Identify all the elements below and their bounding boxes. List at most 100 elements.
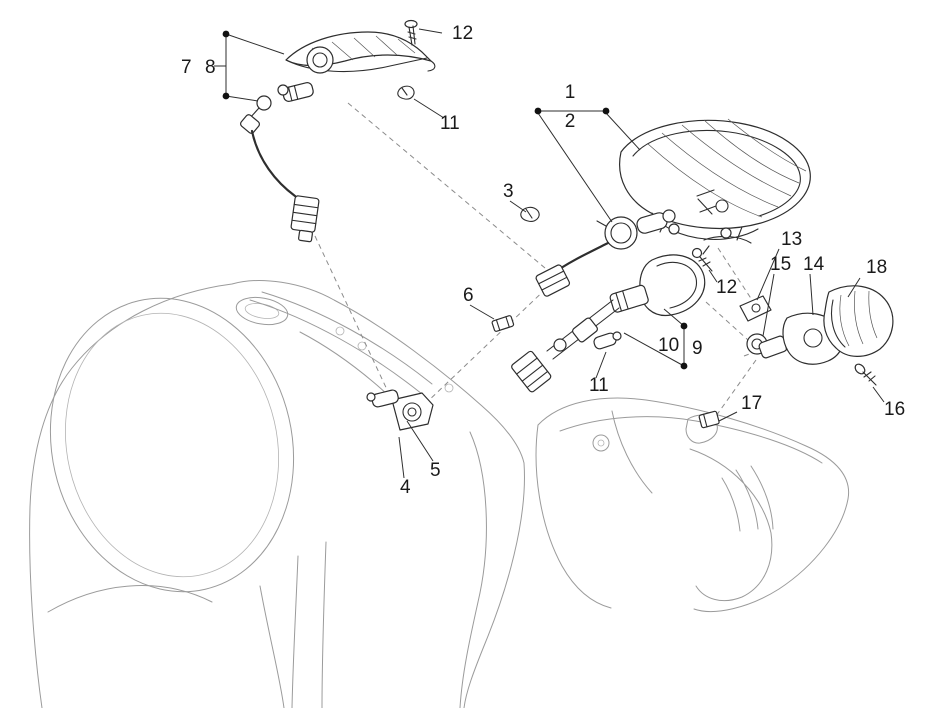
fuel-cap-outer — [235, 296, 289, 326]
clip-3-icon — [520, 206, 540, 222]
mount-hole-outer — [402, 402, 422, 422]
plate-light-cluster — [698, 285, 894, 429]
callout-4: 4 — [400, 477, 411, 498]
callout-11-top: 11 — [440, 113, 460, 134]
bullet-dot — [602, 107, 610, 115]
callout-12-top: 12 — [452, 23, 473, 44]
bulb-tip — [366, 392, 376, 402]
holder-elbow — [239, 114, 261, 134]
joint-body — [572, 317, 598, 343]
body-bolt-hole — [444, 383, 454, 393]
turn-signal-lens-base — [285, 57, 436, 73]
body-opening-outer — [49, 297, 295, 593]
clip-11-top-icon — [397, 85, 415, 100]
stem-connector — [511, 350, 552, 393]
bulb-tip — [277, 84, 289, 96]
callout-18: 18 — [866, 257, 887, 278]
harness-connector — [535, 264, 571, 297]
clip-6-icon — [491, 315, 515, 332]
screw-shaft — [407, 25, 417, 46]
screw-boss — [668, 223, 680, 235]
fender-outline — [535, 397, 850, 612]
stem-joint — [572, 317, 598, 343]
outer-cover-18 — [823, 285, 894, 357]
callout-2: 2 — [565, 111, 576, 132]
housing-14-hole — [803, 328, 823, 348]
tail-light-hatch — [647, 118, 807, 218]
bulb-body — [371, 389, 399, 408]
scooter-body — [29, 280, 525, 708]
stem-ring — [553, 338, 567, 352]
tail-light-inner-rim — [632, 130, 801, 217]
connector-ribs — [291, 203, 319, 225]
callout-5: 5 — [430, 460, 441, 481]
tail-light-assembly — [619, 118, 811, 255]
bullet-dot — [680, 322, 688, 330]
callout-16: 16 — [884, 399, 905, 420]
callout-1: 1 — [565, 82, 576, 103]
callout-13: 13 — [781, 229, 802, 250]
callout-7: 7 — [181, 57, 192, 78]
callout-6: 6 — [463, 285, 474, 306]
bracket-hole — [751, 303, 761, 313]
callout-11-mid: 11 — [589, 375, 609, 396]
body-detail-lines — [47, 291, 487, 708]
callout-bullets — [222, 30, 688, 370]
socket-tab — [596, 220, 607, 227]
connector-body — [511, 350, 552, 393]
bulb-tip — [662, 209, 676, 223]
lamp-housing-inner — [656, 261, 698, 309]
license-lamp-assembly — [511, 254, 706, 393]
rear-fender — [535, 397, 850, 612]
socket-body — [609, 284, 649, 313]
connector-ribs — [516, 357, 549, 389]
turn-signal-cable — [250, 129, 297, 198]
callout-10: 10 — [658, 335, 679, 356]
lamp-housing — [639, 254, 706, 317]
front-turn-signal-assembly — [239, 31, 436, 243]
lamp-socket — [609, 284, 649, 313]
bulb-socket-inner — [610, 222, 632, 244]
screw-12-right-icon — [691, 247, 713, 272]
bullet-dot — [222, 92, 230, 100]
bulb-tip — [612, 331, 622, 341]
cover-18-rim — [830, 299, 846, 348]
fender-hole-inner — [597, 439, 605, 447]
reflector-hole — [715, 199, 729, 213]
callout-9: 9 — [692, 338, 703, 359]
tail-light-bulb-holder — [535, 209, 676, 297]
turn-signal-socket-ring — [306, 46, 334, 74]
support-bracket-13 — [739, 295, 772, 322]
callout-labels: 12 7 8 11 1 2 3 12 13 15 14 18 10 9 6 11… — [181, 23, 905, 498]
turn-signal-socket-inner — [312, 52, 328, 68]
holder-ball-joint — [256, 95, 272, 111]
connector-body — [535, 264, 571, 297]
socket-ribs — [615, 290, 629, 312]
body-bolt-hole — [357, 341, 367, 351]
bullet-dot — [680, 362, 688, 370]
rubber-pad-17 — [698, 410, 720, 429]
body-turn-signal-mount — [366, 389, 434, 431]
turn-signal-bulb — [282, 82, 314, 102]
callout-3: 3 — [503, 181, 514, 202]
callout-15: 15 — [770, 254, 791, 275]
assembly-axis-lines — [314, 102, 887, 417]
screw-head — [691, 247, 703, 259]
screw-head — [404, 19, 418, 29]
screw-12-top-icon — [404, 19, 418, 46]
bullet-dot — [222, 30, 230, 38]
fender-hole-outer — [592, 434, 610, 452]
screw-boss — [720, 227, 732, 239]
callout-leader-lines — [214, 28, 885, 479]
bullet-dot — [534, 107, 542, 115]
callout-14: 14 — [803, 254, 825, 275]
body-outline — [29, 280, 525, 708]
connector-ribs — [538, 270, 568, 291]
pad-body — [698, 410, 720, 429]
mount-hole-inner — [407, 407, 417, 417]
connector-tip — [298, 229, 313, 243]
clip-ribs — [495, 316, 510, 331]
pad-rib — [703, 413, 708, 428]
mount-bracket-4 — [391, 392, 434, 431]
